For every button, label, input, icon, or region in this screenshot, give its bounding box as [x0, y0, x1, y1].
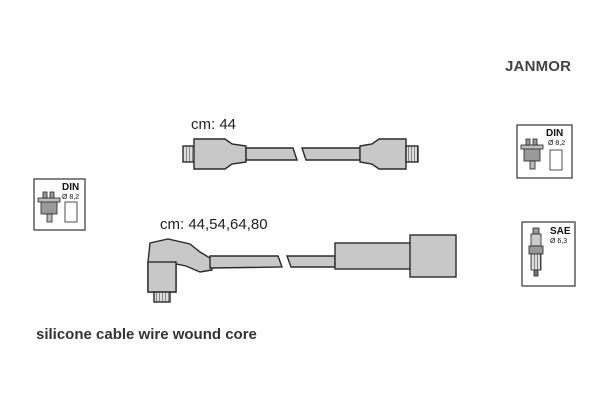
short-cable [182, 138, 419, 170]
long-wire-right-segment [286, 255, 336, 268]
long-wire-left-segment [209, 255, 283, 269]
right-spark-plug-icon-box: SAE Ø 6,3 [521, 221, 576, 287]
left-size-label: Ø 8,2 [62, 194, 79, 201]
caption: silicone cable wire wound core [36, 326, 257, 343]
brand-name: JANMOR [505, 58, 572, 75]
terminal-left [182, 145, 196, 163]
boot-right [359, 138, 407, 170]
left-distributor-icon-box: DIN Ø 8,2 [33, 178, 86, 231]
angled-terminal [153, 291, 171, 303]
short-cable-length-label: cm: 44 [191, 116, 237, 133]
boot-left [193, 138, 247, 170]
right-distributor-icon-box: DIN Ø 8,2 [516, 124, 573, 179]
distributor-cap-icon [37, 191, 61, 223]
right-size-label: Ø 8,2 [548, 140, 565, 147]
straight-boot [409, 234, 457, 278]
left-standard-label: DIN [62, 182, 79, 193]
spark-size-label: Ø 6,3 [550, 238, 567, 245]
long-cable-length-label: cm: 44,54,64,80 [160, 216, 268, 233]
spark-standard-label: SAE [550, 226, 571, 237]
spark-plug-icon [528, 227, 544, 277]
connector-icon [549, 149, 563, 171]
long-cable [147, 234, 457, 303]
angled-boot-body [147, 261, 177, 293]
wire-right-segment [301, 147, 361, 161]
wire-left-segment [245, 147, 298, 161]
distributor-cap-icon [520, 138, 544, 170]
terminal-right [405, 145, 419, 163]
right-standard-label: DIN [546, 128, 563, 139]
connector-icon [64, 201, 78, 223]
straight-boot-neck [334, 242, 413, 270]
